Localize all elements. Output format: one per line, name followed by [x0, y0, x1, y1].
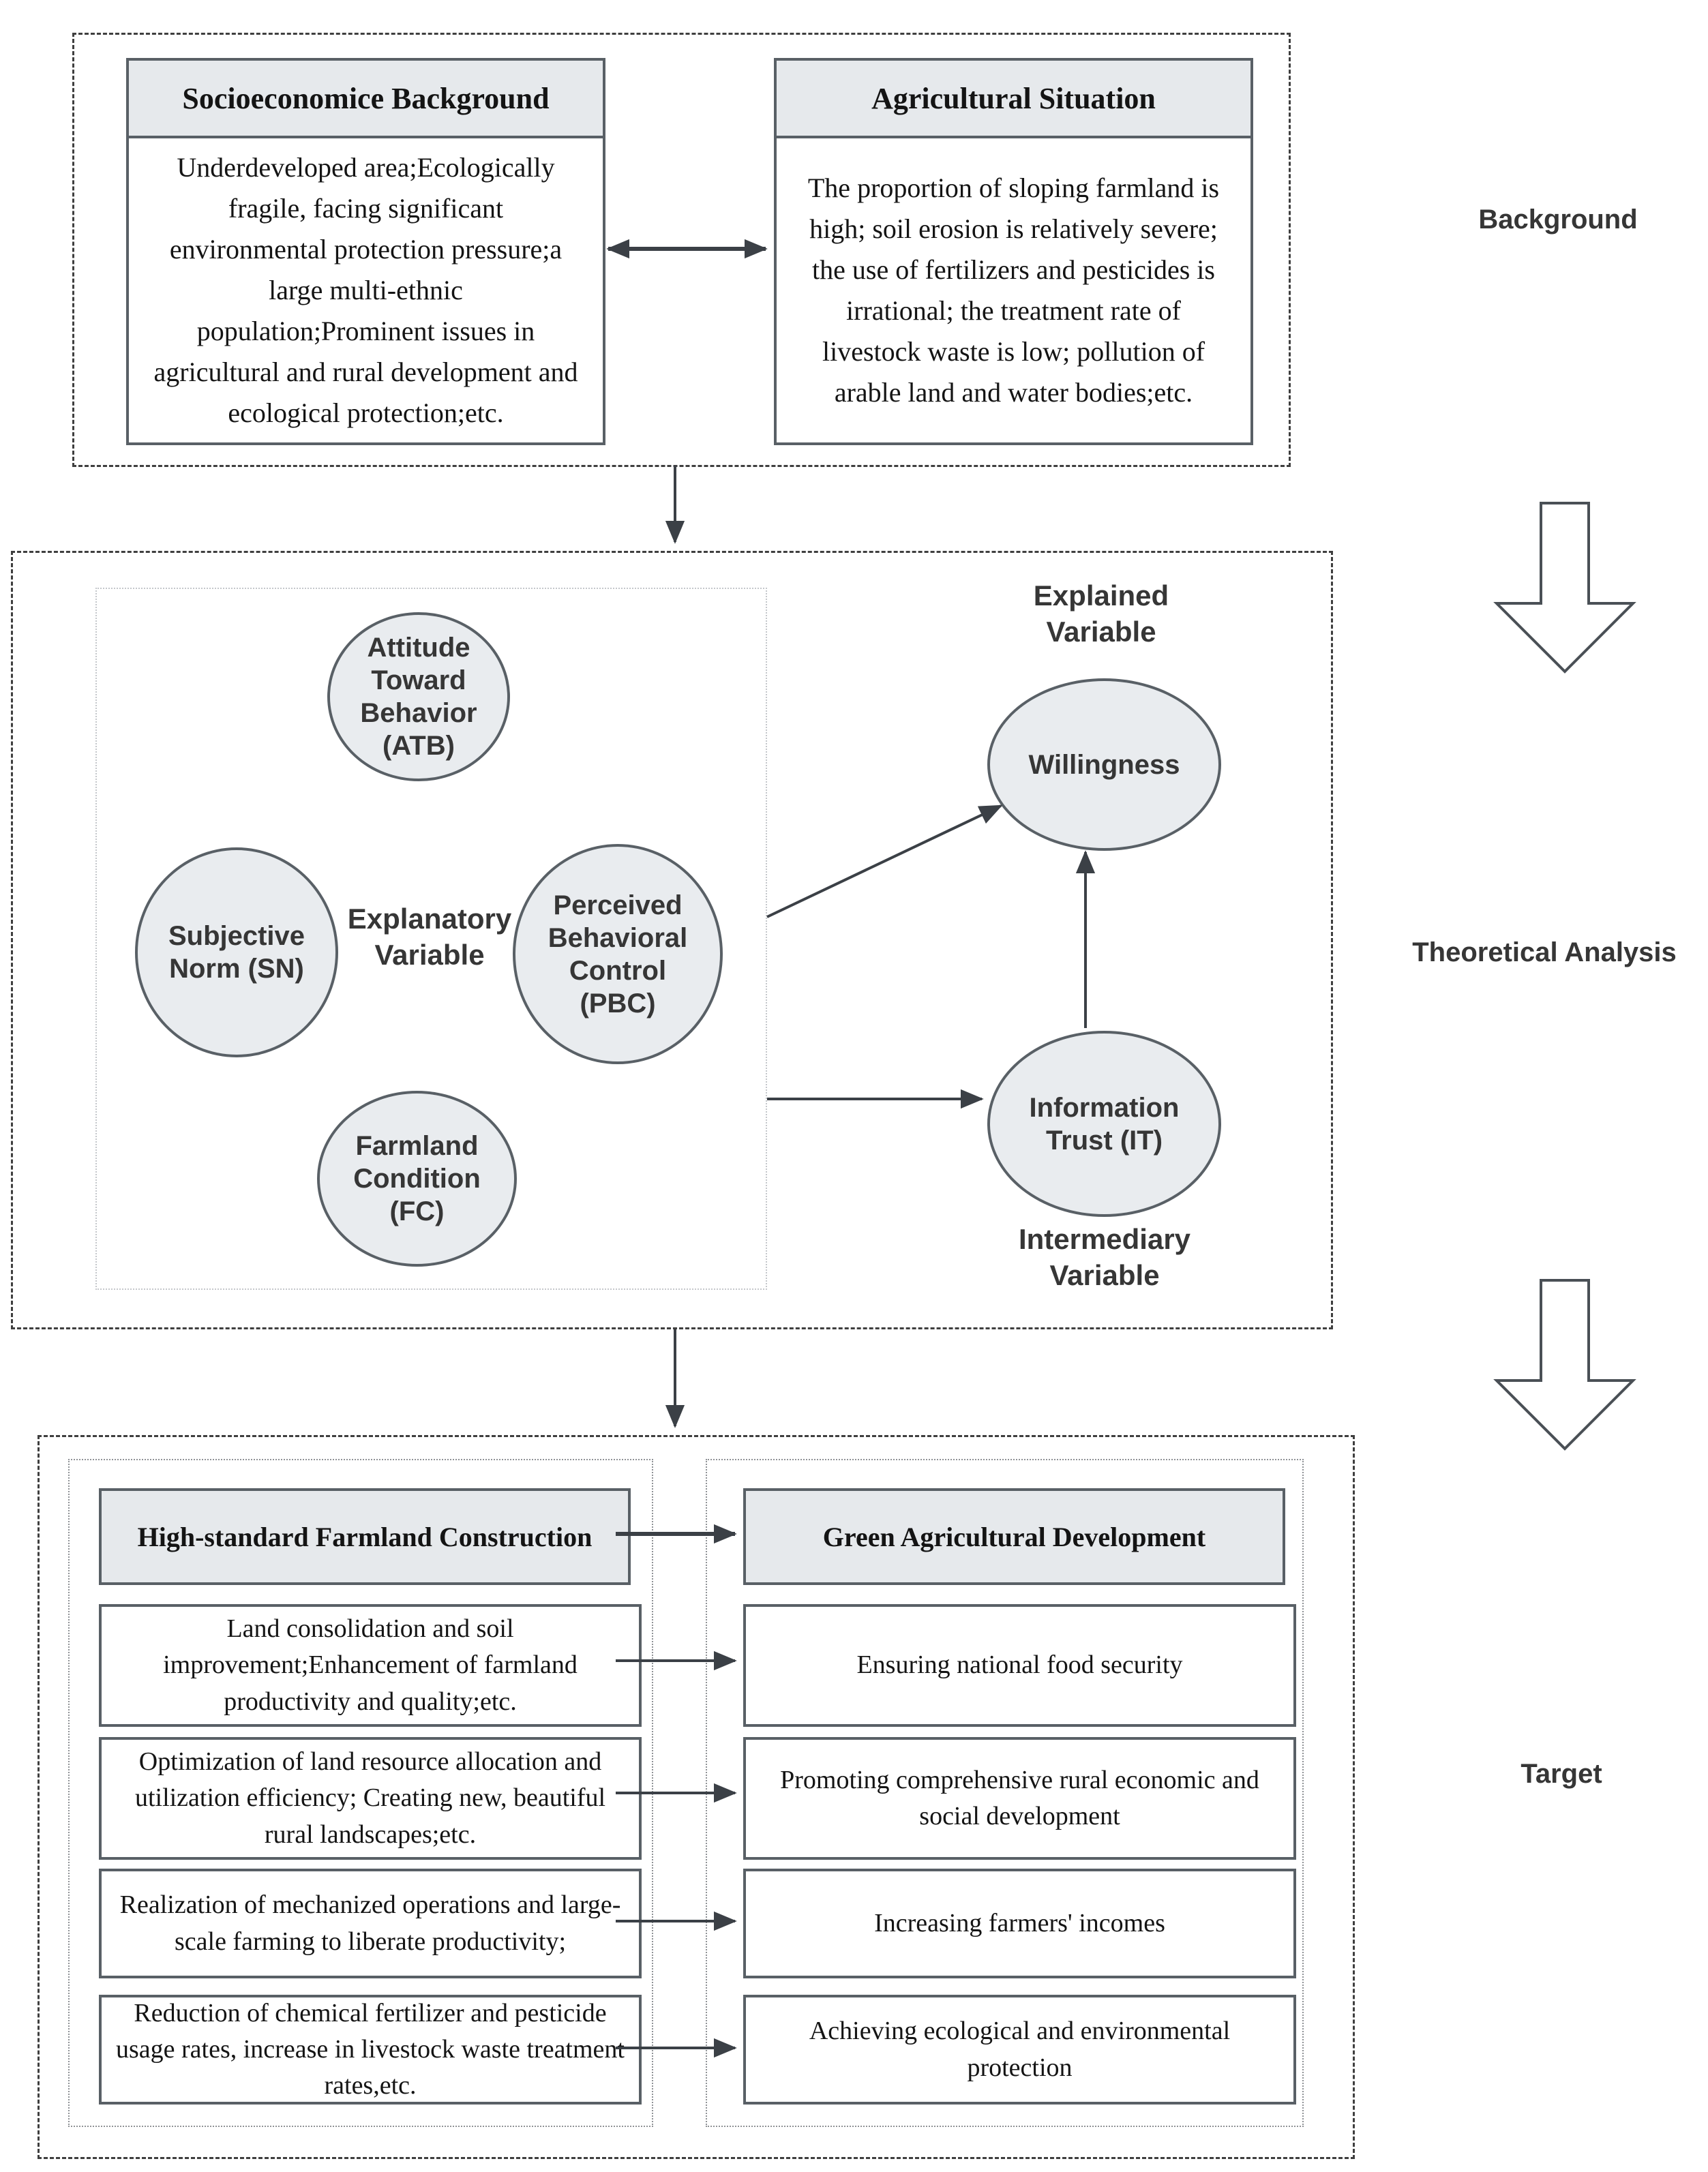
- right-column-header: Green Agricultural Development: [743, 1488, 1285, 1585]
- left-item-1: Land consolidation and soil improvement;…: [99, 1604, 642, 1727]
- node-subjective-norm: Subjective Norm (SN): [135, 847, 338, 1057]
- agricultural-box-body: The proportion of sloping farmland is hi…: [807, 172, 1220, 408]
- left-item-3: Realization of mechanized operations and…: [99, 1869, 642, 1978]
- background-panel: [72, 33, 1291, 467]
- left-column-header: High-standard Farmland Construction: [99, 1488, 631, 1585]
- node-perceived-behavioral-control: Perceived Behavioral Control (PBC): [513, 844, 723, 1064]
- right-item-3: Increasing farmers' incomes: [743, 1869, 1296, 1978]
- node-willingness: Willingness: [987, 678, 1221, 851]
- big-arrow-background-to-theory: [1493, 502, 1636, 674]
- target-side-label: Target: [1520, 1759, 1602, 1789]
- agricultural-box-title: Agricultural Situation: [777, 61, 1250, 138]
- right-item-4: Achieving ecological and environmental p…: [743, 1995, 1296, 2105]
- big-arrow-theory-to-target: [1493, 1279, 1636, 1451]
- socioeconomic-box-body: Underdeveloped area;Ecologically fragile…: [153, 152, 578, 428]
- background-side-label: Background: [1478, 205, 1638, 235]
- agricultural-box: Agricultural Situation The proportion of…: [774, 58, 1253, 445]
- right-item-2: Promoting comprehensive rural economic a…: [743, 1737, 1296, 1860]
- socioeconomic-box: Socioeconomice Background Underdeveloped…: [126, 58, 605, 445]
- theory-panel: [11, 551, 1333, 1329]
- left-item-2: Optimization of land resource allocation…: [99, 1737, 642, 1860]
- explanatory-variable-label: Explanatory Variable: [347, 903, 512, 971]
- explanatory-variables-box: [95, 588, 767, 1290]
- target-panel: [38, 1435, 1355, 2159]
- node-information-trust: Information Trust (IT): [987, 1031, 1221, 1217]
- theory-side-label: Theoretical Analysis: [1412, 937, 1677, 967]
- node-farmland-condition: Farmland Condition (FC): [317, 1091, 517, 1267]
- right-item-1: Ensuring national food security: [743, 1604, 1296, 1727]
- left-item-4: Reduction of chemical fertilizer and pes…: [99, 1995, 642, 2105]
- node-attitude-toward-behavior: Attitude Toward Behavior (ATB): [327, 612, 510, 781]
- intermediary-variable-label: Intermediary Variable: [1018, 1223, 1191, 1291]
- socioeconomic-box-title: Socioeconomice Background: [129, 61, 603, 138]
- explained-variable-label: Explained Variable: [1033, 579, 1169, 648]
